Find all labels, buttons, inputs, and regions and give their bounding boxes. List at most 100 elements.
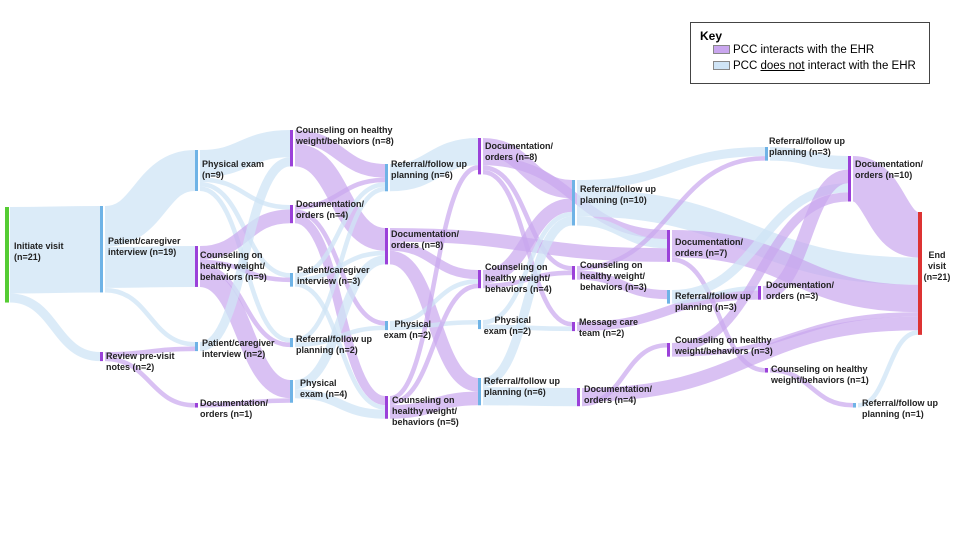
- node-label-n4: Physical exam(n=9): [202, 159, 264, 180]
- node-bar-n12: [290, 380, 293, 403]
- flow-link: [9, 206, 101, 294]
- node-label-n24: Documentation/orders (n=4): [584, 384, 653, 405]
- flow-link: [294, 325, 386, 348]
- node-bar-n13: [385, 164, 388, 192]
- node-bar-n10: [290, 273, 293, 287]
- node-label-n1: Initiate visit(n=21): [14, 241, 64, 262]
- legend-swatch-ehr: [713, 45, 730, 54]
- flow-link: [482, 211, 573, 325]
- node-label-n25: Documentation/orders (n=7): [675, 237, 744, 258]
- node-bar-n29: [758, 286, 761, 300]
- node-bar-n22: [572, 266, 575, 280]
- flow-link: [294, 186, 386, 343]
- flow-link: [576, 290, 759, 332]
- node-label-n17: Documentation/orders (n=8): [485, 141, 554, 162]
- flow-link: [389, 165, 479, 401]
- flow-link: [198, 268, 292, 399]
- node-bar-n8: [290, 130, 293, 167]
- flow-link: [576, 156, 766, 271]
- flow-link: [104, 287, 196, 347]
- node-bar-n1: [5, 207, 9, 303]
- legend-label-no-ehr-prefix: PCC: [733, 60, 761, 72]
- node-label-n7: Documentation/orders (n=1): [200, 398, 269, 419]
- node-bar-n26: [667, 290, 670, 304]
- flow-link: [294, 282, 386, 410]
- node-bar-n32: [853, 403, 856, 408]
- legend-label-no-ehr-underlined: does not: [760, 60, 805, 72]
- node-label-n29: Documentation/orders (n=3): [766, 280, 835, 301]
- node-bar-n11: [290, 338, 293, 348]
- node-bar-n5: [195, 246, 198, 287]
- flow-link: [294, 255, 386, 390]
- flow-link: [581, 316, 919, 402]
- node-bar-n33: [918, 212, 922, 335]
- flow-link: [294, 130, 386, 178]
- node-bar-n20: [478, 378, 481, 406]
- node-bar-n6: [195, 342, 198, 352]
- legend-label-no-ehr-suffix: interact with the EHR: [804, 60, 916, 72]
- flow-link: [482, 165, 573, 271]
- node-label-n31: Documentation/orders (n=10): [855, 159, 924, 180]
- node-bar-n7: [195, 403, 198, 408]
- flow-link: [103, 150, 197, 247]
- flow-link: [199, 209, 291, 260]
- flow-link: [199, 130, 291, 178]
- node-bar-n23: [572, 322, 575, 332]
- flow-link: [576, 147, 766, 190]
- flow-link: [769, 147, 849, 170]
- legend-key: Key PCC interacts with the EHR PCC does …: [690, 22, 930, 84]
- flow-link: [769, 368, 854, 408]
- flow-link: [482, 198, 573, 284]
- node-bar-n19: [478, 320, 481, 330]
- flow-nodes: [5, 130, 922, 419]
- node-bar-n14: [385, 228, 388, 265]
- flow-link: [482, 324, 573, 332]
- flow-link: [857, 330, 919, 408]
- flow-link: [671, 257, 766, 373]
- flow-link: [576, 189, 919, 285]
- flow-link: [199, 398, 291, 408]
- flow-link: [482, 216, 573, 388]
- flow-link: [671, 312, 919, 357]
- legend-item-ehr: PCC interacts with the EHR: [713, 44, 874, 58]
- flow-link: [576, 270, 668, 300]
- flow-link: [294, 389, 386, 419]
- flow-links: [9, 130, 922, 419]
- flow-link: [199, 264, 291, 348]
- flow-link: [482, 270, 573, 289]
- node-bar-n24: [577, 388, 580, 407]
- flow-link: [482, 387, 578, 407]
- node-bar-n28: [765, 147, 768, 161]
- node-bar-n4: [195, 150, 198, 191]
- node-bar-n9: [290, 205, 293, 224]
- flow-link: [389, 283, 479, 406]
- flow-link: [104, 356, 196, 408]
- node-bar-n2: [100, 206, 103, 293]
- node-label-n14: Documentation/orders (n=8): [391, 229, 460, 250]
- flow-link: [199, 177, 291, 210]
- flow-link: [581, 343, 668, 407]
- flow-link: [389, 320, 479, 331]
- flow-link: [761, 169, 850, 300]
- node-bar-n31: [848, 156, 851, 202]
- flow-link: [199, 157, 291, 352]
- node-label-n9: Documentation/orders (n=4): [296, 199, 365, 220]
- flow-link: [104, 346, 196, 357]
